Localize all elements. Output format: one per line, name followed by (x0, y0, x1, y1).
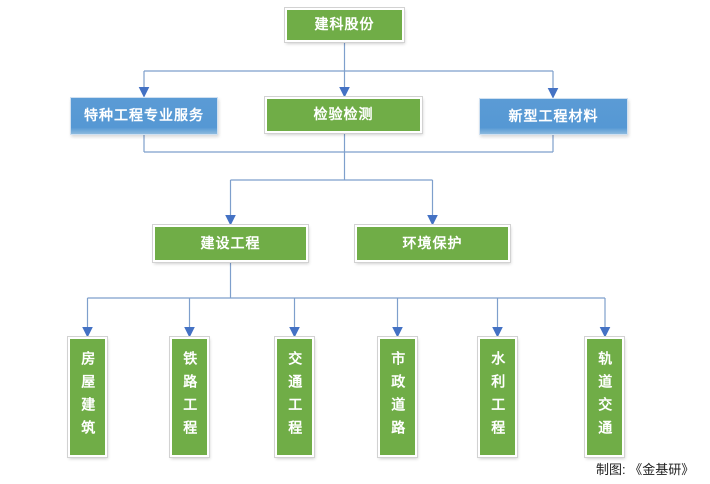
node-jianke-root: 建科股份 (284, 7, 405, 43)
node-new-engineering-materials: 新型工程材料 (479, 98, 628, 135)
node-inspection-testing: 检验检测 (264, 96, 423, 134)
node-water-conservancy: 水利工程 (477, 336, 518, 458)
node-rail-transit: 轨道交通 (584, 336, 625, 458)
node-housing-construction: 房屋建筑 (67, 336, 108, 458)
node-special-engineering-services: 特种工程专业服务 (70, 97, 218, 135)
node-label: 铁路工程 (182, 351, 199, 443)
node-municipal-roads: 市政道路 (377, 336, 418, 458)
node-label: 水利工程 (490, 351, 507, 443)
node-traffic-engineering: 交通工程 (274, 336, 315, 458)
node-construction-engineering: 建设工程 (152, 224, 309, 263)
node-railway-engineering: 铁路工程 (169, 336, 210, 458)
node-label: 交通工程 (287, 351, 304, 443)
node-label: 房屋建筑 (80, 351, 97, 443)
source-caption: 制图: 《金基研》 (596, 462, 695, 477)
node-environmental-protection: 环境保护 (354, 224, 511, 263)
node-label: 市政道路 (390, 351, 407, 443)
node-label: 轨道交通 (597, 351, 614, 443)
